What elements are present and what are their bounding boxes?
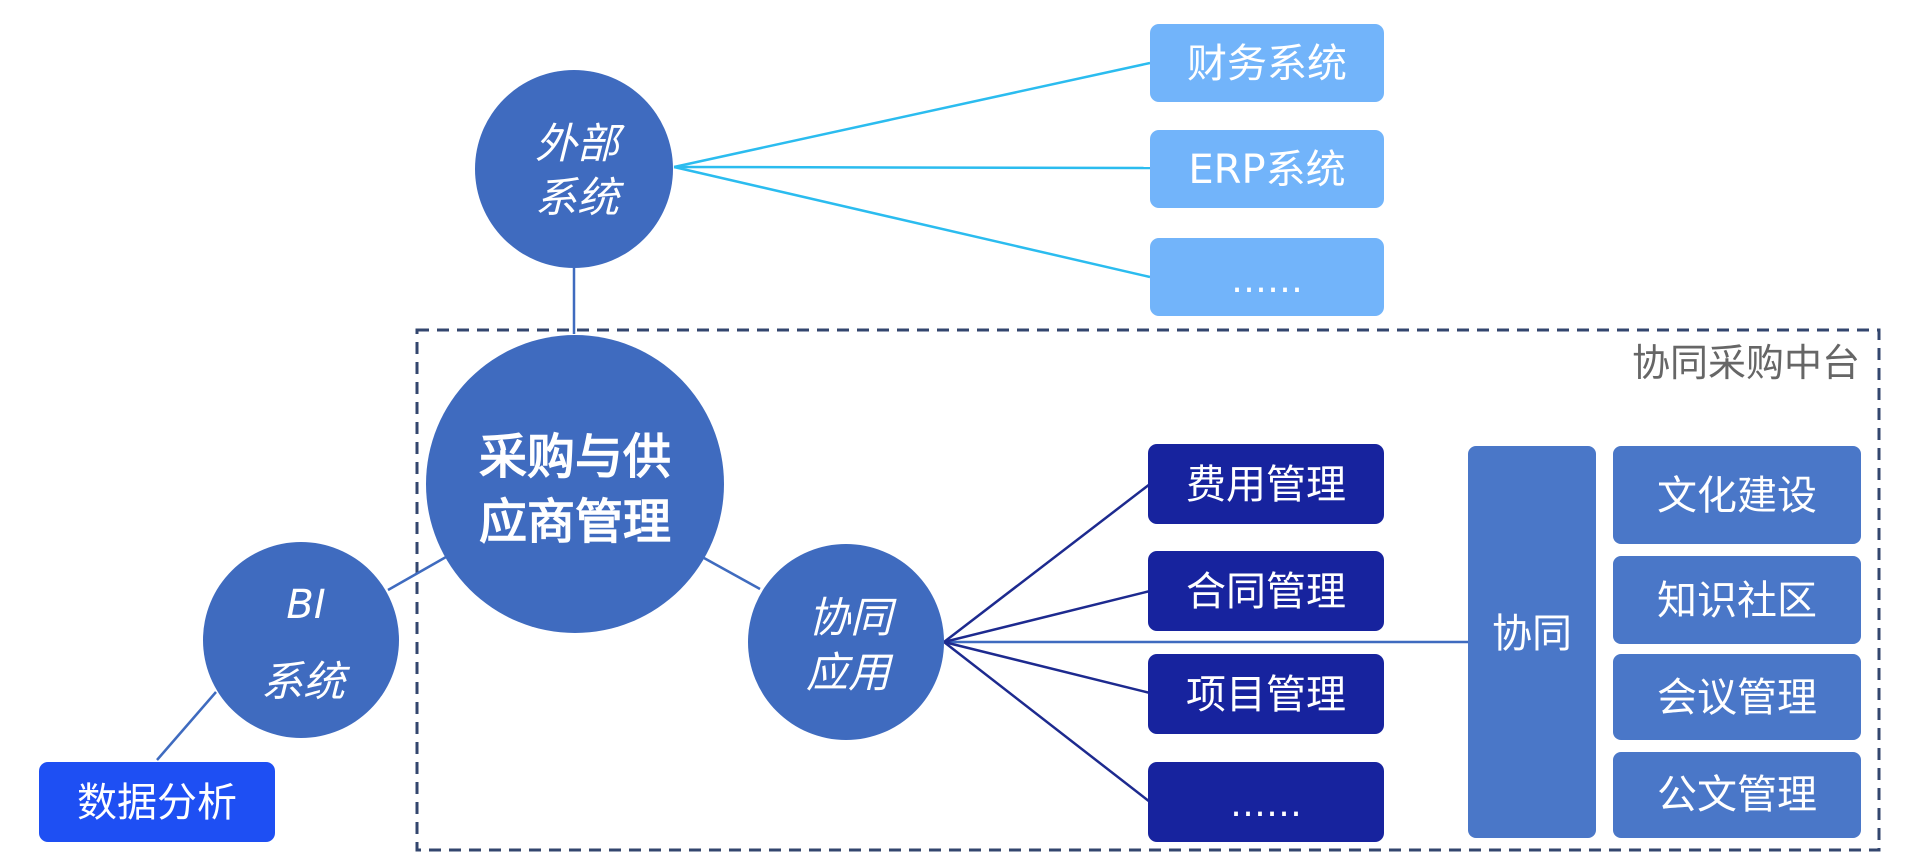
collab-module-label: 合同管理 [1186,569,1346,615]
external-system-label: 财务系统 [1187,41,1347,87]
collab-group-box [1468,446,1596,838]
collab-circle [748,544,944,740]
connector-bi-analysis [156,691,217,761]
external-system-label: ERP系统 [1188,147,1345,193]
data-analysis-box [39,762,275,842]
collab-module-box[interactable]: 合同管理 [1148,551,1384,631]
collab-module-label: 项目管理 [1186,672,1346,718]
collab-module-label: 费用管理 [1186,462,1346,508]
connector-collab-4 [943,641,1151,803]
connector-collab-2 [943,589,1151,644]
collab-module-box[interactable]: …… [1148,762,1384,842]
collab-group-item[interactable]: 公文管理 [1613,752,1861,838]
collab-group-item[interactable]: 会议管理 [1613,654,1861,740]
external-label-line2: 系统 [535,173,625,222]
data-analysis[interactable]: 数据分析 [39,762,275,842]
collab-group-item-label: 公文管理 [1657,772,1817,818]
connector-collab-3 [943,640,1151,695]
collab-group-items: 文化建设 知识社区 会议管理 公文管理 [1613,446,1861,838]
collab-group-item-label: 知识社区 [1657,578,1817,624]
connector-external-2 [673,165,1151,170]
connector-collab-1 [943,483,1151,643]
collab-module-box[interactable]: 费用管理 [1148,444,1384,524]
node-bi[interactable]: BI 系统 [203,542,399,738]
core-label-line1: 采购与供 [479,429,671,485]
connector-core-bi [387,555,447,592]
collab-module-label: …… [1230,784,1302,825]
bi-label-line1: BI [286,582,325,628]
external-system-label: …… [1231,260,1303,301]
main-connectors [156,268,1468,761]
node-collab-app[interactable]: 协同 应用 [748,544,944,740]
data-analysis-label: 数据分析 [77,780,237,826]
collab-group-item-label: 会议管理 [1657,675,1817,721]
collab-group-item[interactable]: 文化建设 [1613,446,1861,544]
platform-boundary [415,328,1881,852]
node-external-systems[interactable]: 外部 系统 [475,70,673,268]
external-connectors [673,61,1151,279]
external-system-box[interactable]: 财务系统 [1150,24,1384,102]
connector-external-1 [673,61,1151,169]
bi-label-line2: 系统 [261,657,351,706]
external-system-box[interactable]: ERP系统 [1150,130,1384,208]
platform-label: 协同采购中台 [1632,341,1860,385]
core-label-line2: 应商管理 [479,494,671,550]
core-circle [426,335,724,633]
collab-module-box[interactable]: 项目管理 [1148,654,1384,734]
collab-module-list: 费用管理 合同管理 项目管理 …… [1148,444,1384,842]
connector-external-3 [673,165,1151,279]
collab-connectors [943,483,1151,803]
external-circle [475,70,673,268]
connector-core-collab [703,556,761,591]
external-system-box[interactable]: …… [1150,238,1384,316]
bi-circle [203,542,399,738]
node-core[interactable]: 采购与供 应商管理 [426,335,724,633]
collab-group-item-label: 文化建设 [1657,473,1817,519]
collab-group-item[interactable]: 知识社区 [1613,556,1861,644]
collab-group[interactable]: 协同 [1468,446,1596,838]
collab-group-label: 协同 [1492,611,1572,657]
collab-label-line2: 应用 [806,648,894,697]
collab-label-line1: 协同 [808,593,897,642]
external-label-line1: 外部 [535,119,625,168]
external-system-list: 财务系统 ERP系统 …… [1150,24,1384,316]
